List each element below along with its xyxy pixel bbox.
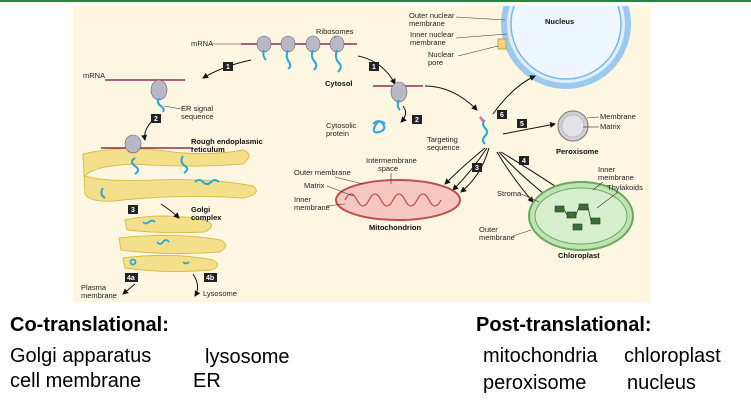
polyribosome [241,35,357,73]
mitochondrion-label: Mitochondrion [369,223,421,232]
peroxisome-label: Peroxisome [556,147,599,156]
chloroplast-label: Chloroplast [558,251,600,260]
post-item-nucleus: nucleus [627,372,696,394]
step-3-left-badge: 3 [128,205,138,214]
chloroplast-inner-label: Inner [598,165,616,174]
svg-text:5: 5 [520,121,524,128]
co-item-er: ER [193,370,221,392]
plasma-membrane-label-2: membrane [81,291,117,300]
peroxisome-membrane-label: Membrane [600,112,636,121]
chloroplast [528,181,634,251]
step-3-right-badge: 3 [472,163,482,172]
co-translational-heading: Co-translational: [10,314,169,336]
er-signal-label: ER signal [181,104,213,113]
step-4a-badge: 4a [125,273,138,282]
er-bound-ribosome [105,79,185,113]
cytosolic-protein-label-2: protein [326,129,349,138]
chloroplast-outer-label-2: membrane [479,233,515,242]
inner-membrane-label-2: membrane [294,203,330,212]
step-2-right-badge: 2 [412,115,422,124]
rough-er [82,134,257,202]
svg-text:4: 4 [522,158,526,165]
targeted-protein [482,119,488,145]
stroma-label: Stroma [497,189,522,198]
mitochondrion-matrix-label: Matrix [304,181,325,190]
chloroplast-outer-label: Outer [479,225,498,234]
cytosol-label: Cytosol [325,79,353,88]
thylakoids-label: Thylakoids [607,183,643,192]
inner-nuclear-membrane-label: Inner nuclear [410,30,454,39]
outer-nuclear-membrane-label-2: membrane [409,19,445,28]
co-item-cell-membrane: cell membrane [10,370,142,392]
svg-text:4b: 4b [206,275,214,282]
er-signal-label-2: sequence [181,112,214,121]
step-4-badge: 4 [519,156,529,165]
outer-membrane-label: Outer membrane [294,168,351,177]
free-ribosome [373,81,423,111]
top-accent-bar [0,0,751,2]
svg-text:4a: 4a [127,275,135,282]
step-1-right-badge: 1 [369,62,379,71]
step-4b-badge: 4b [204,273,217,282]
targeting-sequence-label-2: sequence [427,143,460,152]
golgi-complex [118,215,226,273]
protein-targeting-diagram: Nucleus Outer nuclear membrane Inner nuc… [73,6,651,302]
step-6-badge: 6 [497,110,507,119]
svg-text:3: 3 [475,165,479,172]
inner-nuclear-membrane-label-2: membrane [410,38,446,47]
chloroplast-inner-label-2: membrane [598,173,634,182]
peroxisome [557,110,589,142]
intermembrane-space-label: Intermembrane [366,156,417,165]
svg-text:1: 1 [372,64,376,71]
co-item-lysosome: lysosome [205,346,290,368]
mrna-label-top: mRNA [191,39,213,48]
lysosome-label: Lysosome [203,289,237,298]
mitochondrion [335,179,461,221]
step-1-left-badge: 1 [223,62,233,71]
post-item-peroxisome: peroxisome [483,372,587,394]
outer-nuclear-membrane-label: Outer nuclear [409,11,455,20]
nucleus [497,6,631,89]
inner-membrane-label: Inner [294,195,312,204]
targeting-sequence-label: Targeting [427,135,458,144]
plasma-membrane-label: Plasma [81,283,107,292]
ribosomes-label: Ribosomes [316,27,354,36]
rough-er-label: Rough endoplasmic [191,137,263,146]
cytosolic-protein-label: Cytosolic [326,121,357,130]
golgi-label: Golgi [191,205,210,214]
post-item-mitochondria: mitochondria [483,345,598,367]
co-item-golgi: Golgi apparatus [10,345,152,367]
intermembrane-space-label-2: space [378,164,398,173]
diagram-svg: Nucleus Outer nuclear membrane Inner nuc… [81,6,643,300]
svg-text:1: 1 [226,64,230,71]
peroxisome-matrix-label: Matrix [600,122,621,131]
svg-text:3: 3 [131,207,135,214]
mrna-label-left: mRNA [83,71,105,80]
svg-text:6: 6 [500,112,504,119]
svg-text:2: 2 [415,117,419,124]
step-2-left-badge: 2 [151,114,161,123]
post-translational-heading: Post-translational: [476,314,652,336]
nuclear-pore-label-2: pore [428,58,443,67]
nucleus-label: Nucleus [545,17,574,26]
svg-text:2: 2 [154,116,158,123]
step-5-badge: 5 [517,119,527,128]
post-item-chloroplast: chloroplast [624,345,721,367]
cytosolic-protein [372,120,386,134]
golgi-label-2: complex [191,213,222,222]
rough-er-label-2: reticulum [191,145,225,154]
nuclear-pore-label: Nuclear [428,50,454,59]
